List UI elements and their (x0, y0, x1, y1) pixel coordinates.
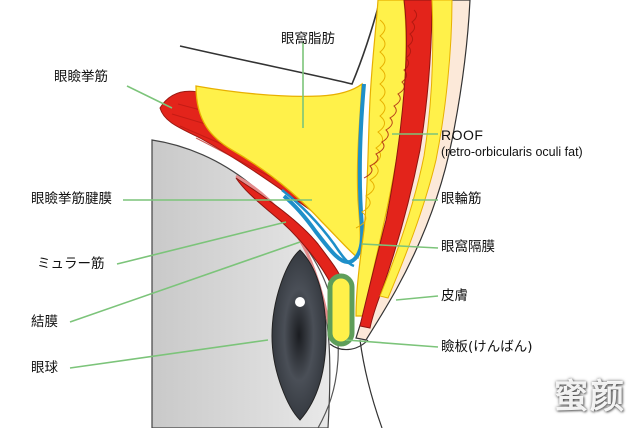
label-tarsal-plate: 瞼板(けんばん) (441, 339, 533, 355)
tarsal-plate (327, 273, 355, 347)
label-eyeball: 眼球 (31, 360, 58, 376)
iris (271, 249, 327, 421)
leader-conjunctiva (69, 241, 301, 323)
leader-lines (69, 42, 439, 369)
levator-aponeurosis-line (281, 189, 355, 268)
cornea-outline (304, 245, 339, 428)
leader-muller (116, 221, 287, 265)
leader-tarsal-plate (345, 339, 439, 348)
lid-margin (329, 339, 369, 351)
roof-fat-lobules (355, 19, 386, 229)
label-levator-aponeurosis: 眼瞼挙筋腱膜 (31, 191, 112, 207)
label-orbicularis-muscle: 眼輪筋 (441, 191, 482, 207)
lower-skin-line (359, 339, 383, 428)
label-orbital-septum: 眼窩隔膜 (441, 239, 495, 255)
conjunctiva-lining (235, 174, 332, 331)
orbital-septum-line (282, 83, 366, 265)
label-roof: ROOF (441, 127, 484, 143)
label-levator-muscle: 眼瞼挙筋 (54, 69, 108, 85)
label-conjunctiva: 結膜 (31, 314, 58, 330)
orbital-roof-outline (179, 0, 381, 85)
label-orbital-fat: 眼窩脂肪 (281, 31, 335, 47)
label-skin: 皮膚 (441, 288, 468, 304)
leader-skin (395, 295, 439, 301)
subcutaneous-fat (379, 0, 453, 299)
iris-highlight (295, 297, 305, 307)
orbicularis-striations (363, 9, 418, 179)
label-roof-full: (retro-orbicularis oculi fat) (441, 145, 583, 159)
leader-eyeball (69, 339, 269, 369)
label-muller-muscle: ミュラー筋 (37, 256, 105, 272)
leader-levator-muscle (126, 85, 173, 109)
leader-septum (361, 243, 439, 249)
watermark-logo: 蜜颜 (554, 377, 626, 417)
